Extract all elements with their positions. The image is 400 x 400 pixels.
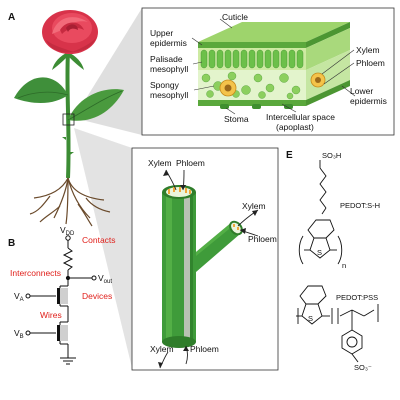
label-stem-phloem-branch: Phloem (248, 234, 277, 244)
circuit-labels: VDD Contacts Interconnects Vout VA Devic… (10, 225, 116, 340)
pedot-sh-labels: SO₃H PEDOT:S-H S n (317, 151, 380, 270)
leaf-cross-section-illustration (191, 18, 356, 115)
label-so3-minus: SO₃⁻ (354, 363, 372, 372)
label-upper-epidermis-1: Upper (150, 28, 173, 38)
zoom-wedge-stem (74, 128, 132, 368)
label-pedot-sh: PEDOT:S-H (340, 201, 380, 210)
label-interconnects: Interconnects (10, 268, 61, 278)
pedot-pss-labels: PEDOT:PSS S SO₃⁻ (308, 293, 378, 372)
label-stem-phloem-bottom: Phloem (190, 344, 219, 354)
label-intercellular-2: (apoplast) (276, 122, 314, 132)
label-stem-xylem-top: Xylem (148, 158, 172, 168)
label-contacts: Contacts (82, 235, 116, 245)
label-spongy-2: mesophyll (150, 90, 188, 100)
label-pedot-pss-sulfur: S (308, 314, 313, 323)
label-repeat-n: n (342, 261, 346, 270)
pedot-sh-structure (298, 160, 343, 265)
label-stoma: Stoma (224, 114, 249, 124)
stem-labels: Xylem Phloem Xylem Phloem Xylem Phloem (148, 158, 277, 354)
label-lower-epidermis-1: Lower (350, 86, 373, 96)
leaf-labels: Cuticle Upper epidermis Palisade mesophy… (150, 12, 387, 132)
label-stem-phloem-top: Phloem (176, 158, 205, 168)
label-pedot-sh-sulfur: S (317, 248, 322, 257)
panel-label-b: B (8, 238, 15, 249)
label-stem-xylem-branch: Xylem (242, 201, 266, 211)
label-vout: Vout (98, 273, 112, 285)
label-intercellular-1: Intercellular space (266, 112, 335, 122)
rose-plant-illustration (14, 10, 124, 227)
label-va: VA (14, 291, 24, 303)
panel-label-e: E (286, 150, 293, 161)
label-so3h: SO₃H (322, 151, 341, 160)
label-vb: VB (14, 328, 24, 340)
label-pedot-pss: PEDOT:PSS (336, 293, 378, 302)
label-vdd: VDD (60, 225, 75, 237)
label-leaf-xylem: Xylem (356, 45, 380, 55)
label-lower-epidermis-2: epidermis (350, 96, 387, 106)
label-cuticle: Cuticle (222, 12, 248, 22)
label-wires: Wires (40, 310, 62, 320)
label-devices: Devices (82, 291, 112, 301)
label-spongy-1: Spongy (150, 80, 180, 90)
stem-segment-illustration (158, 169, 259, 369)
pedot-pss-structure (296, 285, 379, 363)
label-palisade-1: Palisade (150, 54, 183, 64)
label-stem-xylem-bottom: Xylem (150, 344, 174, 354)
label-palisade-2: mesophyll (150, 64, 188, 74)
label-leaf-phloem: Phloem (356, 58, 385, 68)
label-upper-epidermis-2: epidermis (150, 38, 187, 48)
panel-label-a: A (8, 12, 15, 23)
inverter-circuit-diagram (25, 235, 97, 365)
